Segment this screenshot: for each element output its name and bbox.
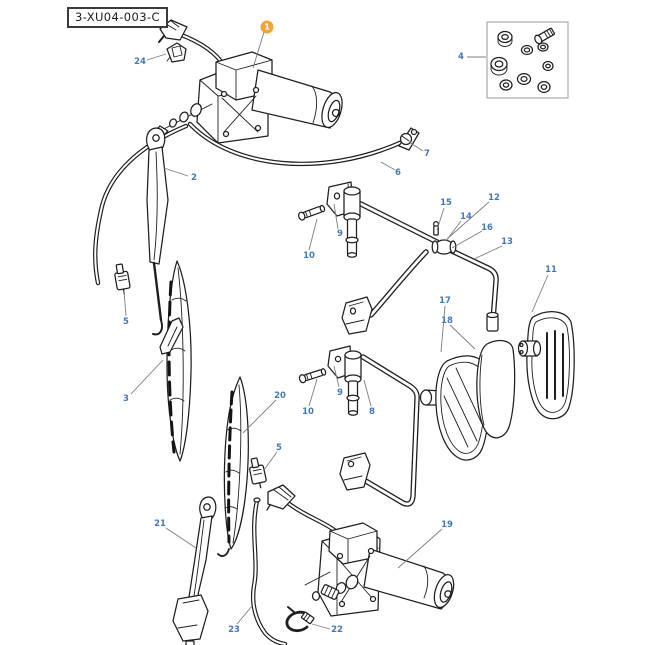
callout-3[interactable]: 3 [123, 393, 129, 404]
mirror-arm-lower [298, 345, 420, 507]
hardware-kit-box [486, 21, 569, 99]
wiper-arm-lower [172, 496, 217, 645]
callout-11[interactable]: 11 [545, 264, 557, 275]
tube-connector-lower [249, 457, 267, 489]
callout-17[interactable]: 17 [439, 295, 451, 306]
callout-19[interactable]: 19 [441, 519, 453, 530]
mirror-housing-shell [517, 311, 575, 420]
callout-15[interactable]: 15 [440, 197, 452, 208]
washer-tube-upper [187, 121, 405, 167]
mirror-head [419, 355, 490, 461]
callout-10a[interactable]: 10 [303, 250, 315, 261]
mirror-glass [476, 339, 516, 439]
callout-6[interactable]: 6 [395, 167, 401, 178]
callout-12[interactable]: 12 [488, 192, 500, 203]
leader-lines [123, 31, 549, 630]
callout-5a[interactable]: 5 [123, 316, 129, 327]
callout-14[interactable]: 14 [460, 211, 472, 222]
drawing-number: 3-XU04-003-C [75, 10, 160, 24]
wiper-blade-left [159, 260, 192, 462]
hose-clamp-upper [398, 127, 420, 151]
wiper-motor-upper [148, 51, 343, 144]
callout-5b[interactable]: 5 [276, 442, 282, 453]
wiper-motor-lower [266, 484, 455, 617]
drawing-number-box: 3-XU04-003-C [67, 7, 168, 28]
callout-20[interactable]: 20 [274, 390, 286, 401]
callout-22[interactable]: 22 [331, 624, 343, 635]
callout-7[interactable]: 7 [424, 148, 430, 159]
callout-13[interactable]: 13 [501, 236, 513, 247]
callout-16[interactable]: 16 [481, 222, 493, 233]
callout-8[interactable]: 8 [369, 406, 375, 417]
callout-2[interactable]: 2 [191, 172, 197, 183]
wiper-arm-upper [146, 127, 169, 336]
washer-tube-left [93, 123, 189, 286]
callout-21[interactable]: 21 [154, 518, 166, 529]
wiper-blade-center [217, 376, 249, 557]
callout-23[interactable]: 23 [228, 624, 240, 635]
callout-24[interactable]: 24 [134, 56, 146, 67]
tube-connector-left [114, 263, 131, 295]
harness-clip [166, 42, 187, 63]
mirror-arm-upper [297, 181, 499, 335]
callout-4[interactable]: 4 [458, 51, 464, 62]
callout-9a[interactable]: 9 [337, 228, 343, 239]
callout-1[interactable]: 1 [260, 20, 274, 34]
callout-9b[interactable]: 9 [337, 387, 343, 398]
callout-10b[interactable]: 10 [302, 406, 314, 417]
callout-18[interactable]: 18 [441, 315, 453, 326]
washer-tube-lower [250, 497, 288, 645]
hose-clamp-lower [285, 606, 315, 633]
